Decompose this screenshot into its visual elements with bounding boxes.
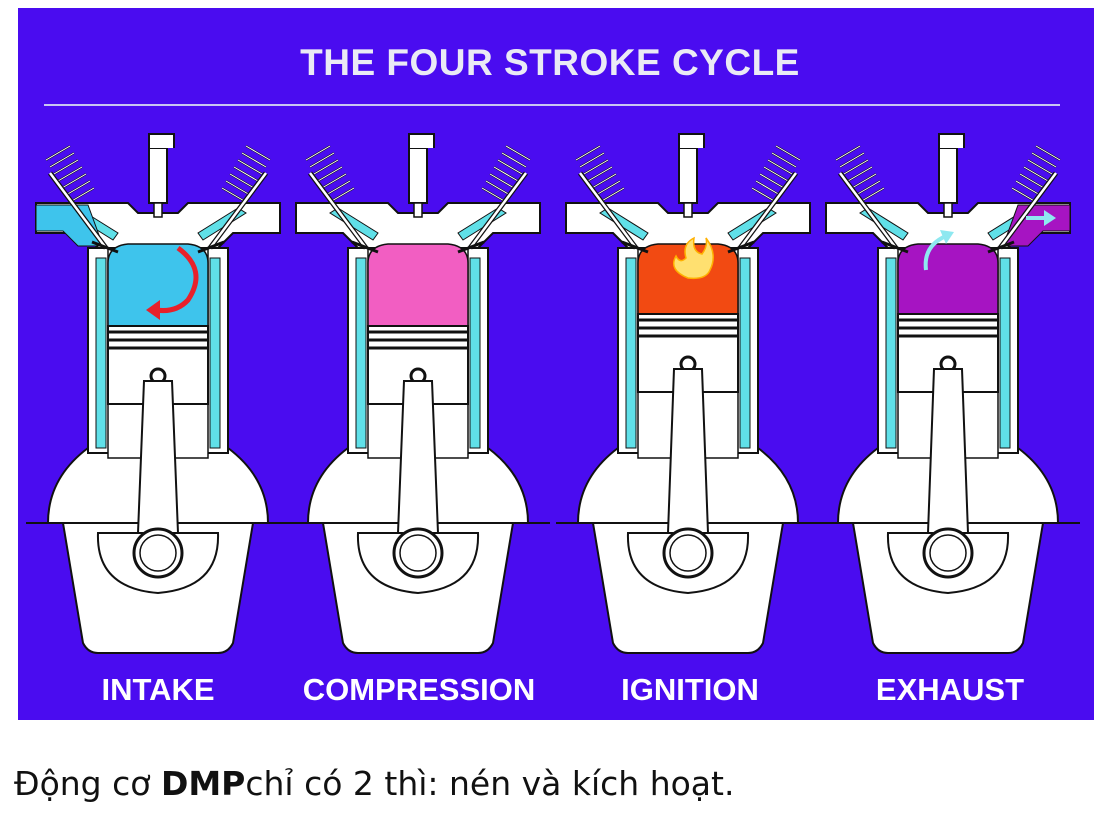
spark-plug-tip — [944, 203, 952, 217]
coolant-right — [470, 258, 480, 448]
spark-plug — [679, 148, 697, 203]
combustion-chamber — [368, 244, 468, 326]
stage-label-ignition: IGNITION — [555, 672, 825, 708]
spark-plug-cap — [409, 134, 434, 148]
connecting-rod — [138, 381, 178, 533]
crankshaft-pin — [400, 535, 436, 571]
crankshaft-pin — [140, 535, 176, 571]
title-divider — [44, 104, 1060, 106]
coolant-left — [96, 258, 106, 448]
connecting-rod — [398, 381, 438, 533]
caption: Động cơ DMPchỉ có 2 thì: nén và kích hoạ… — [14, 764, 734, 803]
coolant-left — [886, 258, 896, 448]
coolant-left — [356, 258, 366, 448]
connecting-rod — [668, 369, 708, 533]
spark-plug-cap — [679, 134, 704, 148]
engine-ignition — [556, 134, 820, 653]
engine-exhaust — [816, 134, 1080, 653]
spark-plug-tip — [154, 203, 162, 217]
spark-plug — [939, 148, 957, 203]
stage-label-compression: COMPRESSION — [284, 672, 554, 708]
engine-illustrations — [18, 8, 1094, 720]
coolant-right — [1000, 258, 1010, 448]
connecting-rod — [928, 369, 968, 533]
engine-intake — [26, 134, 290, 653]
spark-plug-cap — [939, 134, 964, 148]
crankshaft-pin — [670, 535, 706, 571]
combustion-chamber — [898, 244, 998, 314]
stage-label-intake: INTAKE — [23, 672, 293, 708]
caption-bold-term: DMP — [161, 764, 245, 803]
spark-plug-tip — [684, 203, 692, 217]
spark-plug-tip — [414, 203, 422, 217]
diagram-title: THE FOUR STROKE CYCLE — [18, 42, 1082, 84]
four-stroke-diagram: THE FOUR STROKE CYCLE INTAKE COMPRESSION… — [18, 8, 1094, 720]
spark-plug — [149, 148, 167, 203]
caption-prefix: Động cơ — [14, 764, 161, 803]
coolant-right — [740, 258, 750, 448]
spark-plug — [409, 148, 427, 203]
coolant-left — [626, 258, 636, 448]
spark-plug-cap — [149, 134, 174, 148]
coolant-right — [210, 258, 220, 448]
stage-label-exhaust: EXHAUST — [815, 672, 1085, 708]
crankshaft-pin — [930, 535, 966, 571]
engine-compression — [286, 134, 550, 653]
caption-suffix: chỉ có 2 thì: nén và kích hoạt. — [245, 764, 734, 803]
